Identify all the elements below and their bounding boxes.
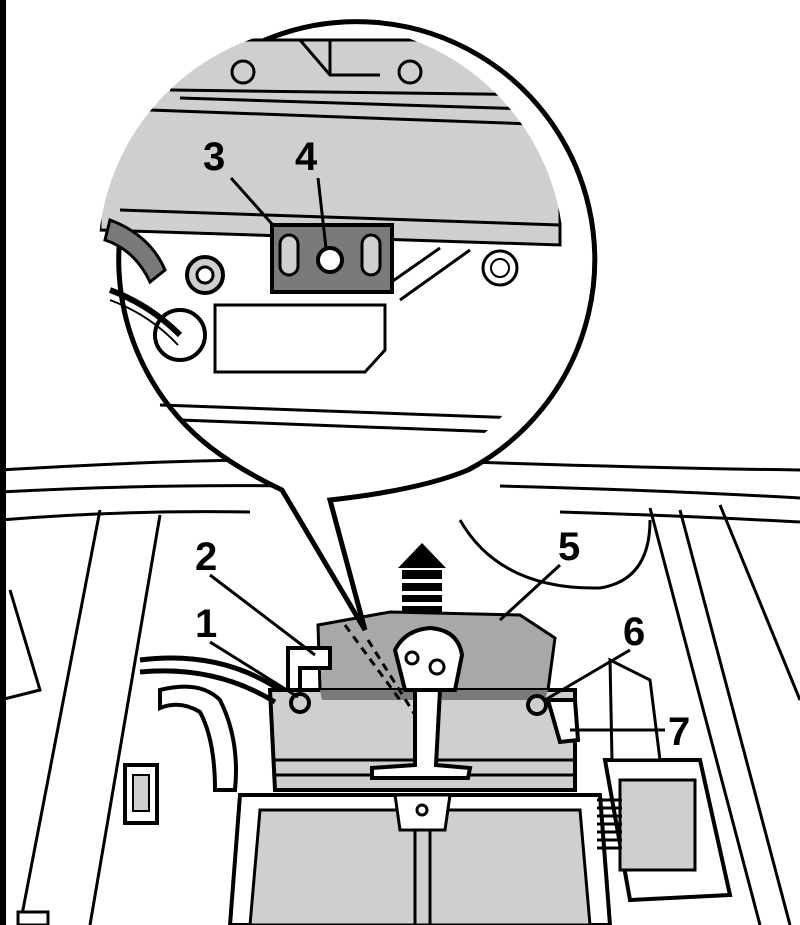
right-pillar	[648, 504, 800, 925]
left-pillar	[0, 509, 162, 925]
leader-lines	[209, 177, 665, 732]
locking-screw	[316, 246, 344, 274]
left-frame-edge	[0, 0, 6, 925]
callout-5: 5	[558, 525, 580, 569]
bracket-pivot	[404, 650, 420, 666]
right-screw	[526, 694, 548, 716]
callout-4: 4	[295, 135, 318, 179]
bracket-hole	[428, 658, 446, 676]
callout-7: 7	[668, 710, 690, 754]
callout-3: 3	[203, 135, 225, 179]
detail-magnifier	[98, 19, 598, 632]
module-spring	[597, 798, 622, 850]
body-contour-lines	[0, 458, 800, 524]
cable-harness	[139, 655, 282, 705]
callout-6: 6	[623, 610, 645, 654]
detail-cable	[103, 218, 167, 285]
guide-line	[343, 624, 417, 716]
left-screw	[289, 692, 311, 714]
arrow-up-icon	[398, 543, 446, 612]
callout-2: 2	[195, 535, 217, 579]
lever-shaft	[370, 688, 473, 780]
background-oval	[458, 519, 652, 590]
detail-bracket	[213, 303, 387, 374]
lever-bracket	[392, 625, 465, 692]
callout-labels: 3 4 2 1 5 6 7	[195, 135, 690, 754]
callout-1: 1	[195, 602, 217, 646]
cable-loop	[158, 684, 238, 792]
tray-inner	[248, 808, 592, 925]
right-bracket	[608, 657, 662, 762]
